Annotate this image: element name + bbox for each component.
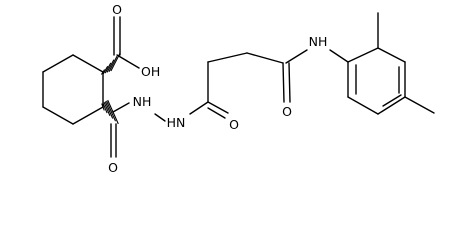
butanoyl-carbonyl-oxygen-label-2: O — [282, 104, 292, 119]
stereo-hashed-wedge-lower — [101, 99, 119, 125]
cyclohexane-ring — [42, 54, 104, 125]
carboxylic-acid-group — [113, 16, 140, 69]
butanoyl-carbonyl-oxygen-label-1: O — [229, 117, 239, 132]
dimethylphenyl-ring — [329, 12, 435, 115]
hydrazide-carbonyl-oxygen-label: O — [108, 160, 118, 175]
chemical-structure-diagram: O OH O NH HN O O NH — [42, 2, 435, 175]
hydrazide-nh-label-2: HN — [167, 115, 186, 130]
stereo-hashed-wedge-upper — [100, 52, 121, 75]
carboxyl-oxygen-label: O — [112, 2, 122, 17]
hydrazide-linkage — [110, 101, 209, 158]
hydrazide-nh-label-1: NH — [133, 94, 152, 109]
hydroxyl-label: OH — [141, 64, 160, 79]
anilide-nh-label: NH — [309, 34, 328, 49]
succinyl-chain — [207, 49, 308, 119]
